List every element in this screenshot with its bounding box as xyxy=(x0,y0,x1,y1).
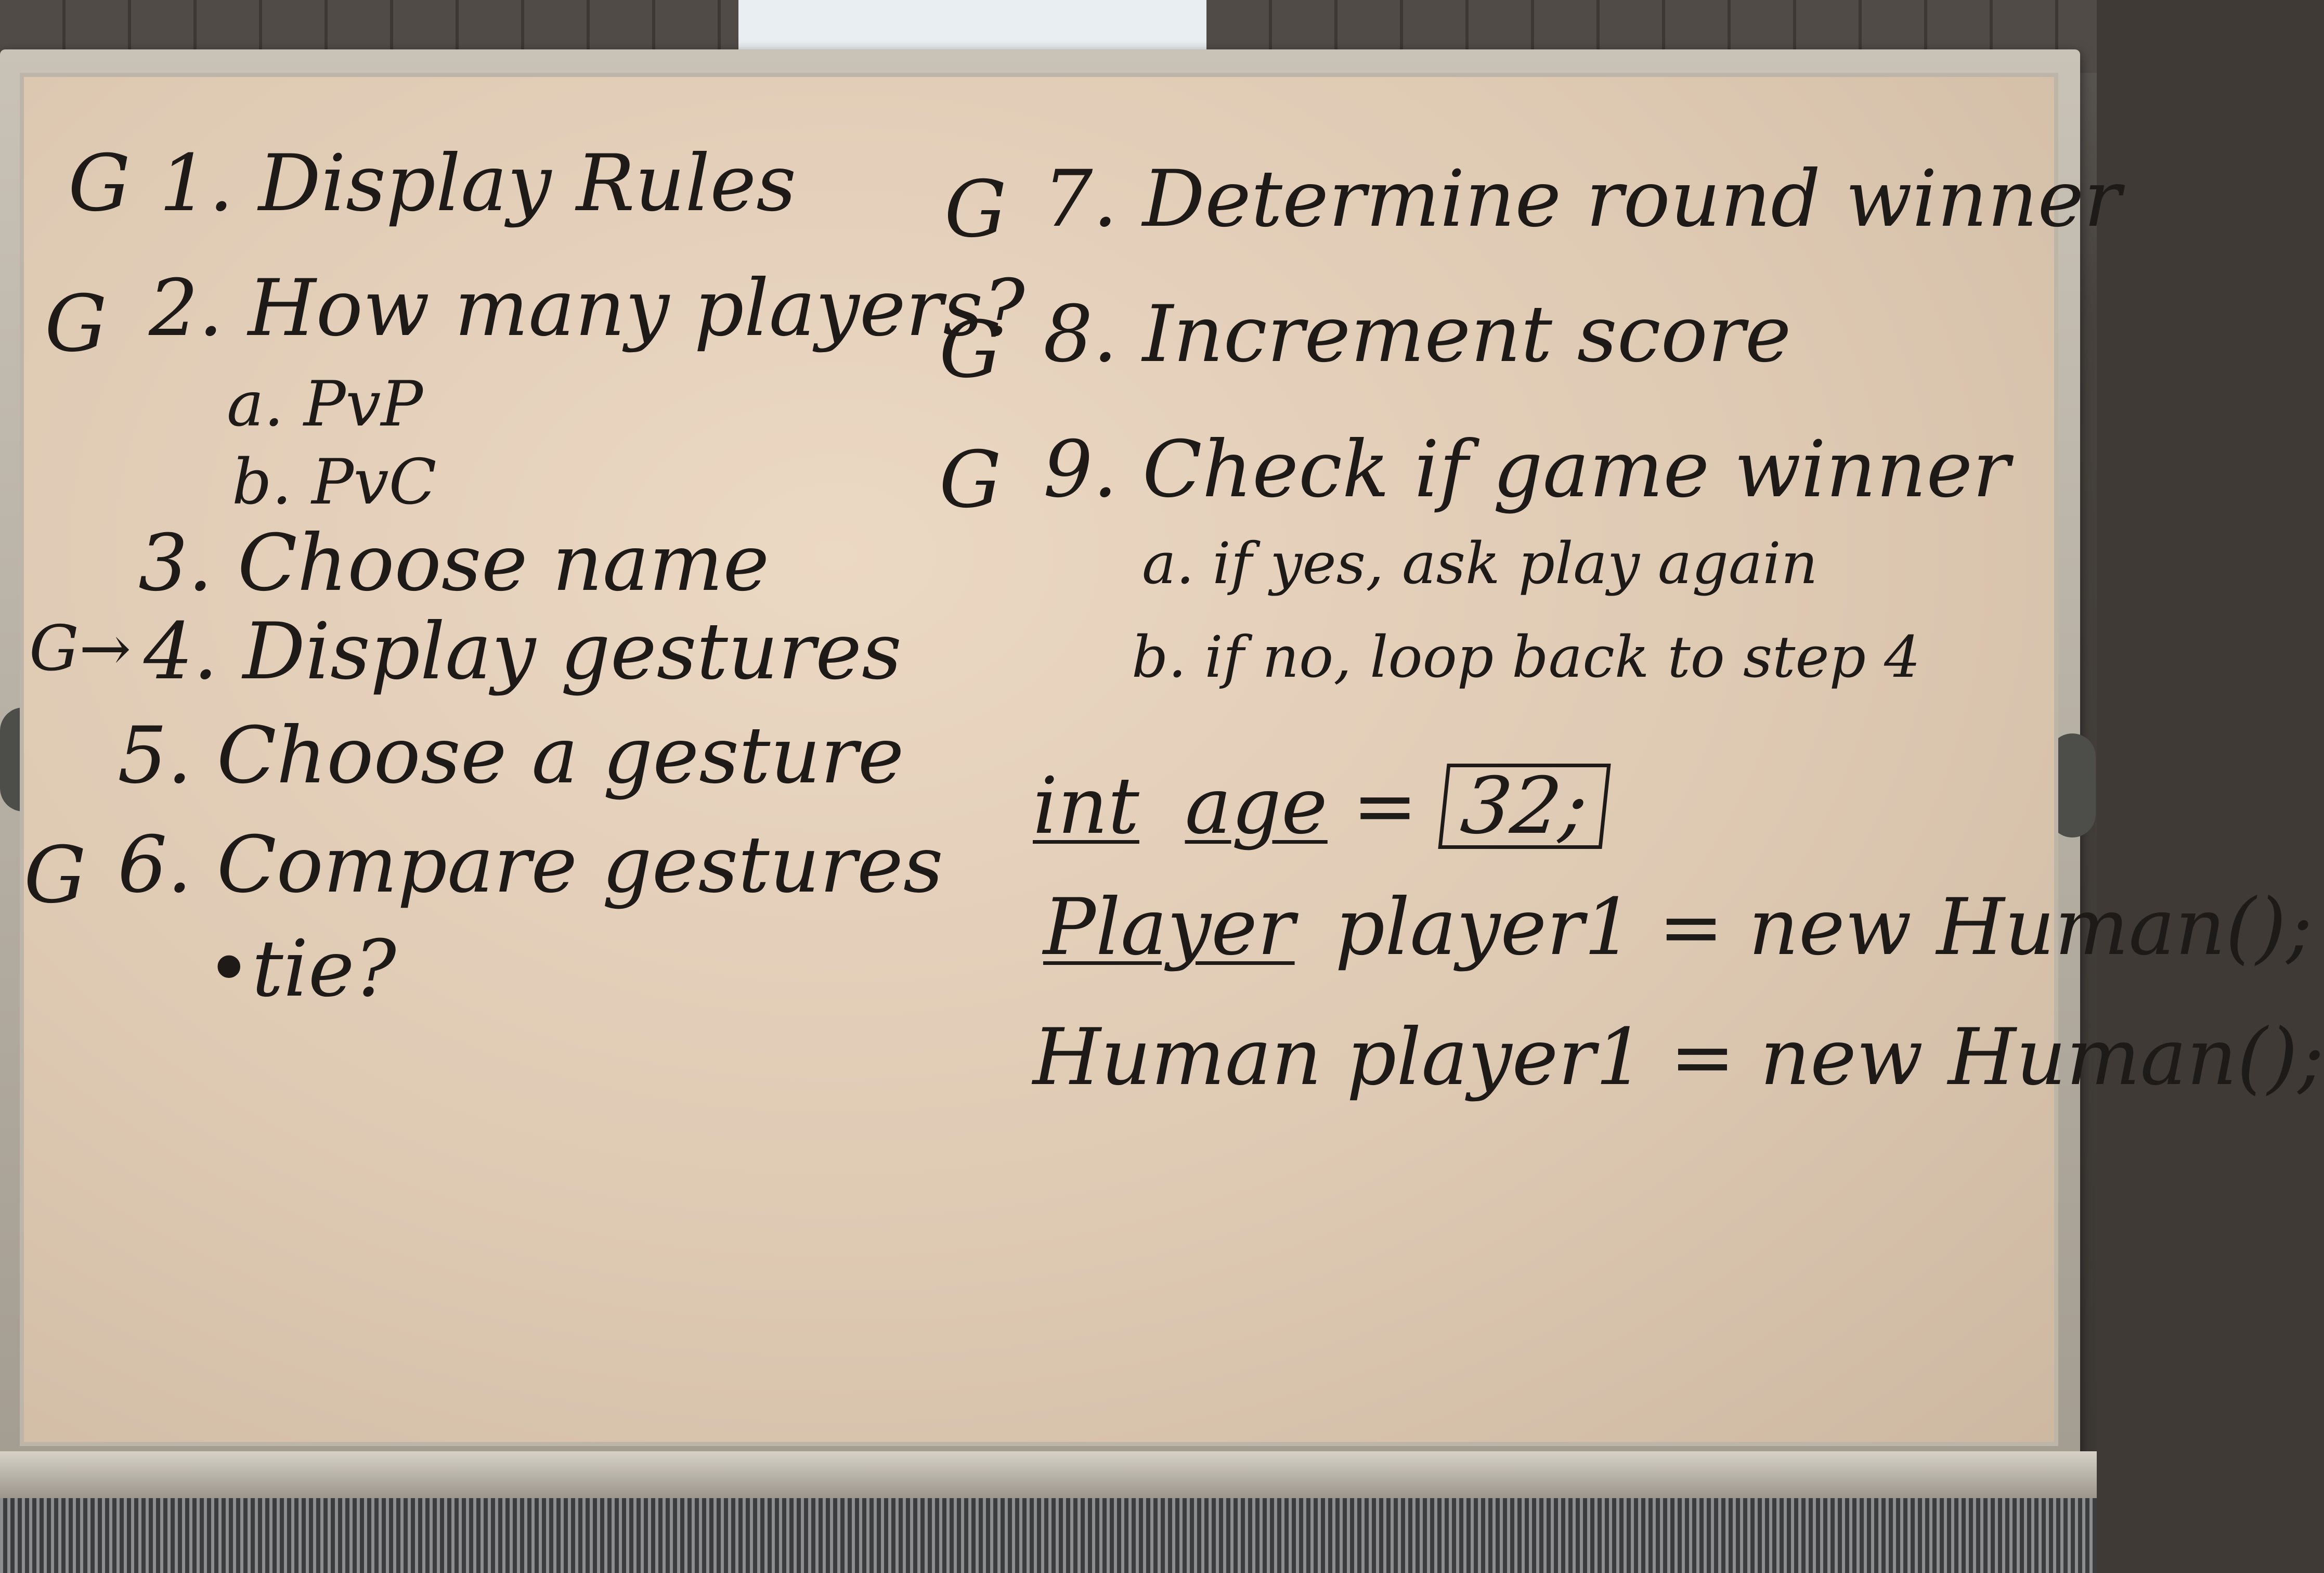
g-marker: G xyxy=(45,279,107,369)
step-3: 3. Choose name xyxy=(138,518,770,609)
step-4: 4. Display gestures xyxy=(144,607,902,697)
g-marker: G xyxy=(944,164,1007,255)
step-6-note: •tie? xyxy=(206,924,396,1014)
code-equals: = xyxy=(1352,761,1418,852)
step-9b: b. if no, loop back to step 4 xyxy=(1132,624,1920,690)
code-value-box: 32; xyxy=(1438,761,1611,852)
radiator-grille xyxy=(0,1498,2097,1573)
step-7: 7. Determine round winner xyxy=(1043,154,2121,244)
g-arrow-marker: G→ xyxy=(29,613,132,685)
g-marker: G xyxy=(24,830,86,921)
code-player-type: Player xyxy=(1043,882,1295,973)
step-2: 2. How many players? xyxy=(149,263,1025,354)
code-player-assignment: player1 = new Human(); xyxy=(1335,882,2313,973)
step-9a: a. if yes, ask play again xyxy=(1142,530,1818,597)
marker-tray xyxy=(0,1451,2097,1498)
step-8: 8. Increment score xyxy=(1043,289,1791,380)
g-marker: G xyxy=(939,305,1002,395)
whiteboard: G 1. Display Rules G 2. How many players… xyxy=(20,73,2324,1446)
code-line-human: Human player1 = new Human(); xyxy=(1033,1012,2324,1103)
step-2a: a. PvP xyxy=(227,368,423,441)
step-1: 1. Display Rules xyxy=(159,138,797,229)
step-9: 9. Check if game winner xyxy=(1043,424,2010,515)
step-6: 6. Compare gestures xyxy=(118,820,943,910)
g-marker: G xyxy=(939,435,1002,525)
code-line-player: Player player1 = new Human(); xyxy=(1043,888,2313,966)
code-line-age: int age = 32; xyxy=(1033,761,1611,852)
code-age-var: age xyxy=(1185,761,1328,852)
step-2b: b. PvC xyxy=(232,446,437,519)
step-5: 5. Choose a gesture xyxy=(118,711,904,801)
g-marker: G xyxy=(68,138,131,229)
code-int-keyword: int xyxy=(1033,761,1139,852)
